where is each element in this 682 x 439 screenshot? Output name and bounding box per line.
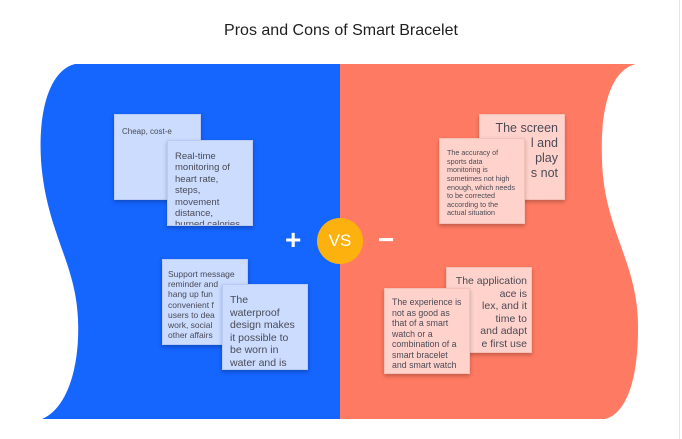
minus-icon: −: [378, 224, 395, 255]
vs-badge: VS: [317, 218, 363, 264]
con-note-accuracy[interactable]: The accuracy of sports data monitoring i…: [439, 138, 525, 224]
page-title: Pros and Cons of Smart Bracelet: [224, 22, 458, 39]
pro-note-waterproof[interactable]: The waterproof design makes it possible …: [222, 284, 308, 370]
con-note-experience[interactable]: The experience is not as good as that of…: [384, 288, 470, 374]
plus-icon: +: [285, 224, 302, 255]
pro-note-monitoring[interactable]: Real-time monitoring of heart rate, step…: [167, 140, 253, 226]
scrollbar-track[interactable]: [679, 0, 680, 439]
